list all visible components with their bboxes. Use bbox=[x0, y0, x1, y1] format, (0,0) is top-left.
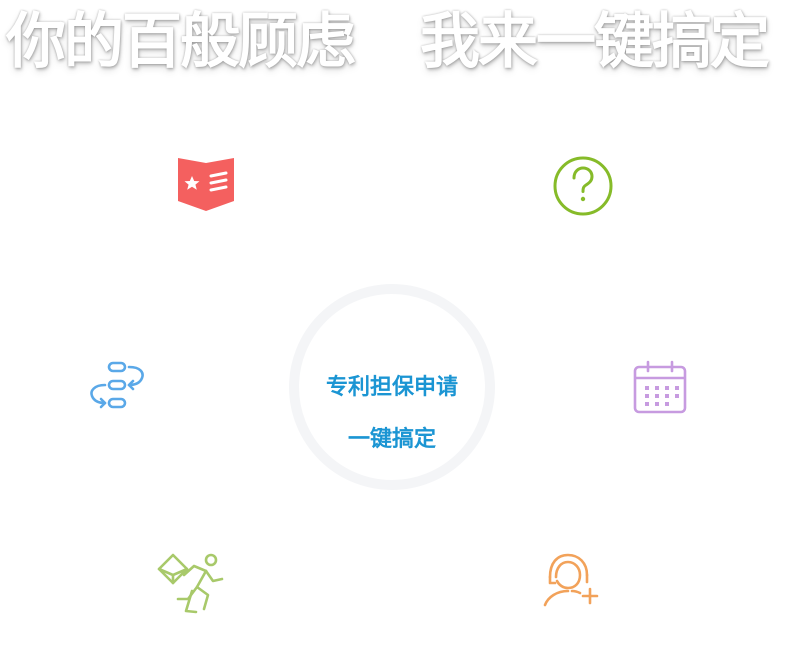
question-circle-icon bbox=[551, 154, 615, 218]
running-person-icon bbox=[156, 551, 226, 615]
headline: 你的百般顾虑 我来一键搞定 bbox=[0, 4, 790, 84]
center-subtitle: 一键搞定 bbox=[347, 426, 436, 452]
process-flow-icon bbox=[87, 360, 147, 412]
customer-service-icon bbox=[542, 551, 602, 609]
calendar-icon bbox=[631, 360, 689, 416]
center-title: 专利担保申请 bbox=[325, 374, 458, 400]
headline-left: 你的百般顾虑 bbox=[6, 7, 356, 77]
headline-right: 我来一键搞定 bbox=[420, 7, 770, 77]
center-ring bbox=[289, 284, 495, 490]
star-list-book-icon bbox=[176, 155, 236, 213]
